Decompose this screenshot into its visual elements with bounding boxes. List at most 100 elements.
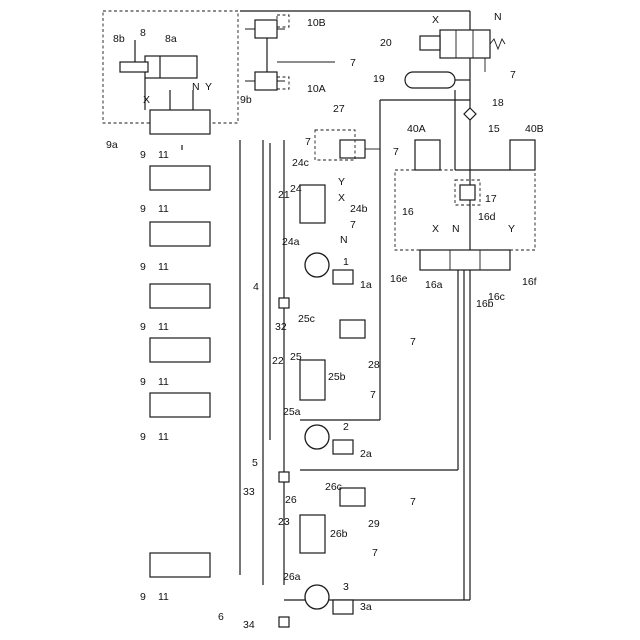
label-7: 7 [393,146,399,158]
check-valve-18 [464,108,476,120]
label-21: 21 [278,189,290,201]
label-x: X [432,14,439,26]
sensor-33 [279,472,289,482]
valve-29 [340,488,365,506]
label-24a: 24a [282,236,300,248]
actuator-40a [415,140,440,170]
label-22: 22 [272,355,284,367]
direction-valve-1 [150,110,210,134]
label-3a: 3a [360,601,372,613]
label-1a: 1a [360,279,372,291]
motor-1a [333,270,353,284]
label-x: X [338,192,345,204]
actuator-40b [510,140,535,170]
label-9: 9 [140,321,146,333]
label-7: 7 [370,389,376,401]
valve-10b [245,15,289,38]
label-18: 18 [492,97,504,109]
label-x: X [432,223,439,235]
label-y: Y [508,223,515,235]
label-11: 11 [158,591,169,603]
pilot-valve-25 [300,360,325,400]
direction-valve-stack [150,110,210,577]
label-7: 7 [305,136,311,148]
label-17: 17 [485,193,497,205]
label-9: 9 [140,431,146,443]
label-24c: 24c [292,157,309,169]
label-11: 11 [158,261,169,273]
pump-3 [305,585,329,609]
direction-valve-5 [150,338,210,362]
label-n: N [340,234,348,246]
direction-valve-2 [150,166,210,190]
label-11: 11 [158,431,169,443]
label-26c: 26c [325,481,342,493]
label-5: 5 [252,457,258,469]
valve-28 [340,320,365,338]
label-11: 11 [158,203,169,215]
valve-27 [315,130,380,160]
label-7: 7 [350,57,356,69]
label-9: 9 [140,261,146,273]
label-25a: 25a [283,406,301,418]
label-y: Y [338,176,345,188]
label-40a: 40A [407,123,426,135]
pump-1 [305,253,329,277]
label-40b: 40B [525,123,544,135]
label-8a: 8a [165,33,177,45]
pilot-valve-26 [300,515,325,553]
accumulator-19 [405,72,455,88]
direction-valve-6 [150,393,210,417]
label-34: 34 [243,619,255,631]
label-10a: 10A [307,83,326,95]
label-24: 24 [290,183,302,195]
label-25b: 25b [328,371,346,383]
motor-2a [333,440,353,454]
valve-20 [420,30,505,72]
valve-17 [460,185,475,200]
label-16: 16 [402,206,414,218]
label-2a: 2a [360,448,372,460]
label-19: 19 [373,73,385,85]
label-33: 33 [243,486,255,498]
pump-2 [305,425,329,449]
label-16d: 16d [478,211,496,223]
label-9: 9 [140,203,146,215]
label-9: 9 [140,149,146,161]
label-8b: 8b [113,33,125,45]
label-11: 11 [158,376,169,388]
label-n: N [494,11,502,23]
valve-16-enclosure [395,170,535,250]
label-6: 6 [218,611,224,623]
motor-3a [333,600,353,614]
label-9: 9 [140,591,146,603]
direction-valve-3 [150,222,210,246]
label-25: 25 [290,351,302,363]
pilot-valve-24 [300,185,325,223]
valve-10a [245,72,289,90]
label-16c: 16c [488,291,505,303]
label-4: 4 [253,281,259,293]
sensor-34 [279,617,289,627]
main-lines [170,11,510,600]
label-20: 20 [380,37,392,49]
label-23: 23 [278,516,290,528]
label-9a: 9a [106,139,118,151]
label-25c: 25c [298,313,315,325]
label-28: 28 [368,359,380,371]
label-11: 11 [158,321,169,333]
direction-valve-7 [150,553,210,577]
label-n: N [452,223,460,235]
label-11: 11 [158,149,169,161]
sensor-32 [279,298,289,308]
label-n: N [192,81,200,93]
label-9b: 9b [240,94,252,106]
label-16f: 16f [522,276,537,288]
label-26: 26 [285,494,297,506]
label-16a: 16a [425,279,443,291]
label-26b: 26b [330,528,348,540]
label-16e: 16e [390,273,408,285]
label-y: Y [205,81,212,93]
label-15: 15 [488,123,500,135]
